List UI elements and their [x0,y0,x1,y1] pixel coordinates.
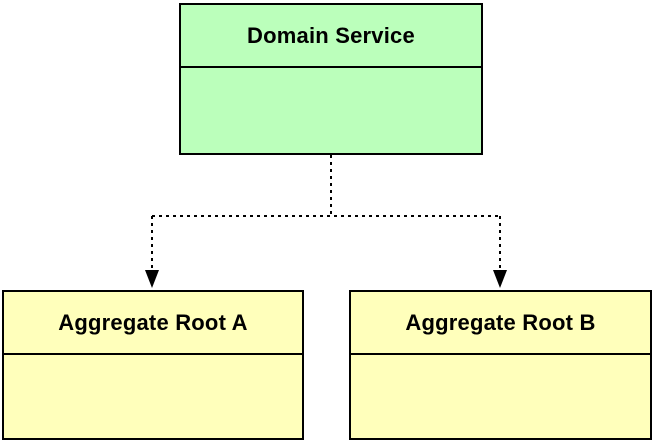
node-body-compartment [181,68,481,153]
node-aggregate-root-b: Aggregate Root B [349,290,652,440]
node-body-compartment [351,355,650,438]
node-aggregate-root-a: Aggregate Root A [2,290,304,440]
node-body-compartment [4,355,302,438]
node-domain-service: Domain Service [179,3,483,155]
arrowhead-down-icon [493,270,507,288]
node-title: Aggregate Root A [4,292,302,355]
node-title: Domain Service [181,5,481,68]
arrowhead-down-icon [145,270,159,288]
node-title: Aggregate Root B [351,292,650,355]
